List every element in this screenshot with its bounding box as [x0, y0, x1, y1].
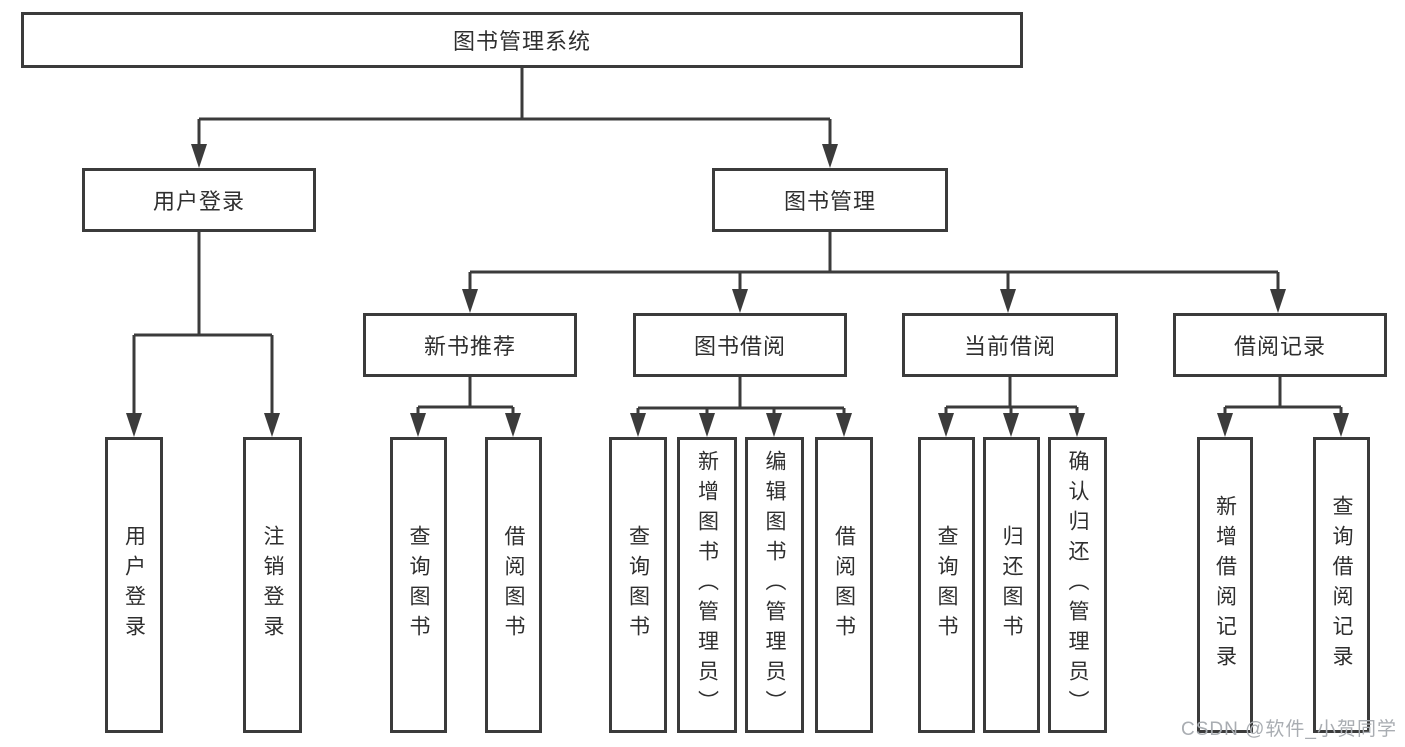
node-new-book-recommend: 新书推荐 — [363, 313, 577, 377]
node-leaf-query-book-2-label: 查询图书 — [626, 525, 650, 645]
node-leaf-add-book-admin: 新增图书（管理员） — [677, 437, 737, 733]
node-book-borrow: 图书借阅 — [633, 313, 847, 377]
arrow-icon — [264, 413, 280, 437]
arrow-icon — [1270, 289, 1286, 313]
node-leaf-return-book: 归还图书 — [983, 437, 1040, 733]
node-leaf-user-login-label: 用户登录 — [122, 525, 146, 645]
node-leaf-edit-book-admin-label: 编辑图书（管理员） — [763, 450, 786, 720]
node-leaf-query-book-2: 查询图书 — [609, 437, 667, 733]
arrow-icon — [836, 413, 852, 437]
watermark: CSDN @软件_小贺同学 — [1181, 719, 1397, 740]
node-leaf-query-book-1-label: 查询图书 — [407, 525, 430, 645]
arrow-icon — [1217, 413, 1233, 437]
node-current-borrow: 当前借阅 — [902, 313, 1118, 377]
connector-book-mgmt-split — [468, 232, 1280, 296]
connector-new-book-split — [416, 377, 515, 420]
arrow-icon — [126, 413, 142, 437]
node-borrow-records: 借阅记录 — [1173, 313, 1387, 377]
connector-book-borrow-split — [636, 377, 846, 420]
arrow-icon — [505, 413, 521, 437]
arrow-icon — [732, 289, 748, 313]
node-leaf-logout: 注销登录 — [243, 437, 302, 733]
node-leaf-query-borrow-record: 查询借阅记录 — [1313, 437, 1370, 733]
node-current-borrow-label: 当前借阅 — [963, 334, 1056, 359]
node-root: 图书管理系统 — [21, 12, 1023, 68]
arrow-icon — [1003, 413, 1019, 437]
arrowheads — [126, 144, 1349, 437]
node-leaf-borrow-book-2-label: 借阅图书 — [832, 525, 856, 645]
arrow-icon — [822, 144, 838, 168]
node-leaf-confirm-return-admin-label: 确认归还（管理员） — [1066, 450, 1089, 720]
node-leaf-edit-book-admin: 编辑图书（管理员） — [745, 437, 804, 733]
node-leaf-query-book-3-label: 查询图书 — [935, 525, 958, 645]
node-user-login-branch: 用户登录 — [82, 168, 316, 232]
connector-root-to-level2 — [197, 68, 832, 151]
arrow-icon — [1333, 413, 1349, 437]
arrow-icon — [410, 413, 426, 437]
node-leaf-return-book-label: 归还图书 — [1000, 525, 1023, 645]
node-leaf-logout-label: 注销登录 — [261, 525, 284, 645]
node-leaf-add-borrow-record-label: 新增借阅记录 — [1213, 495, 1237, 675]
node-book-management-branch-label: 图书管理 — [783, 189, 876, 214]
connector-user-login-split — [132, 232, 274, 419]
node-leaf-add-borrow-record: 新增借阅记录 — [1197, 437, 1253, 733]
node-user-login-branch-label: 用户登录 — [152, 189, 245, 214]
arrow-icon — [630, 413, 646, 437]
node-book-borrow-label: 图书借阅 — [693, 334, 786, 359]
arrow-icon — [1069, 413, 1085, 437]
node-new-book-recommend-label: 新书推荐 — [423, 334, 516, 359]
connector-borrow-records-split — [1223, 377, 1343, 420]
arrow-icon — [766, 413, 782, 437]
node-leaf-borrow-book-1: 借阅图书 — [485, 437, 542, 733]
node-leaf-query-book-1: 查询图书 — [390, 437, 447, 733]
node-leaf-confirm-return-admin: 确认归还（管理员） — [1048, 437, 1107, 733]
arrow-icon — [191, 144, 207, 168]
node-leaf-user-login: 用户登录 — [105, 437, 163, 733]
node-leaf-borrow-book-2: 借阅图书 — [815, 437, 873, 733]
node-borrow-records-label: 借阅记录 — [1233, 334, 1326, 359]
arrow-icon — [1000, 289, 1016, 313]
node-leaf-add-book-admin-label: 新增图书（管理员） — [695, 450, 719, 720]
arrow-icon — [699, 413, 715, 437]
node-leaf-query-book-3: 查询图书 — [918, 437, 975, 733]
node-leaf-borrow-book-1-label: 借阅图书 — [502, 525, 525, 645]
node-root-label: 图书管理系统 — [452, 29, 591, 54]
arrow-icon — [938, 413, 954, 437]
node-book-management-branch: 图书管理 — [712, 168, 948, 232]
node-leaf-query-borrow-record-label: 查询借阅记录 — [1330, 495, 1353, 675]
arrow-icon — [462, 289, 478, 313]
